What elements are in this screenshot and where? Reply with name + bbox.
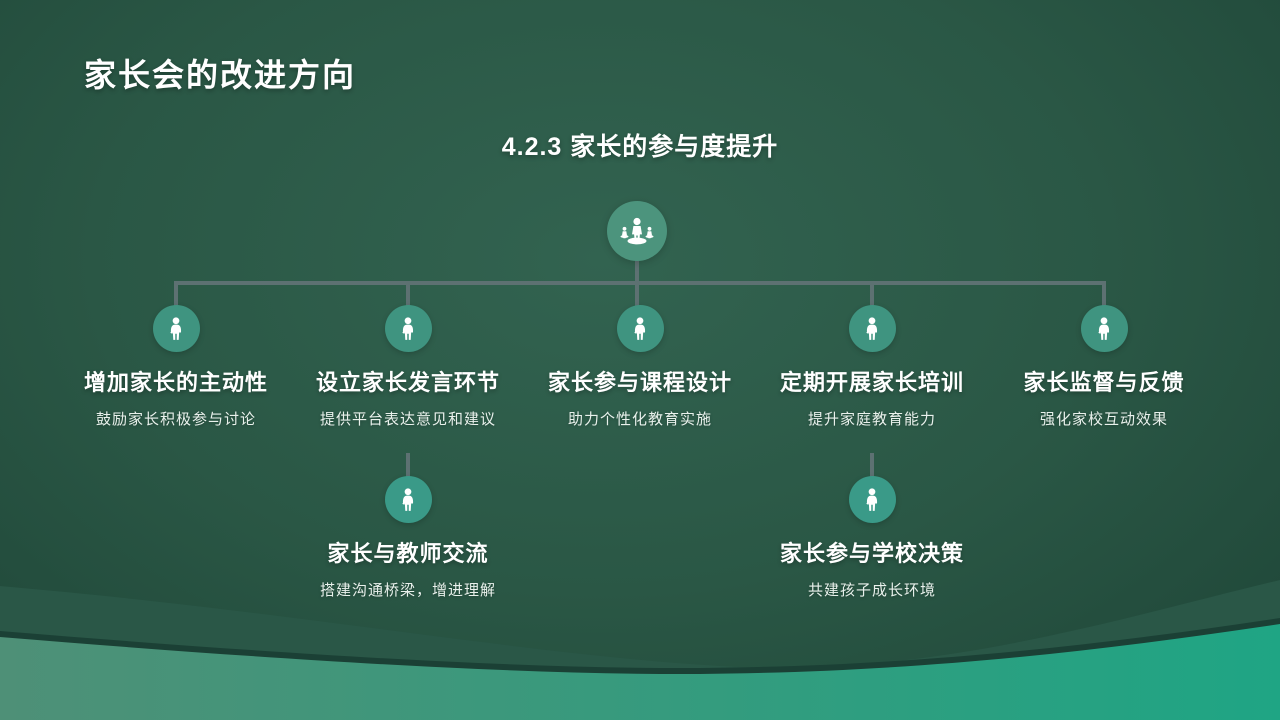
bottom-wave-decoration	[0, 580, 1280, 720]
node-desc: 共建孩子成长环境	[807, 582, 936, 599]
node-circle	[848, 476, 896, 523]
node-circle	[152, 305, 200, 352]
node-label: 家长监督与反馈	[1023, 370, 1185, 395]
connector-stub	[870, 282, 874, 308]
person-icon	[163, 316, 189, 342]
org-node: 设立家长发言环节 提供平台表达意见和建议	[283, 305, 533, 429]
node-label: 家长与教师交流	[327, 541, 489, 566]
node-circle	[1080, 305, 1128, 352]
node-desc: 提供平台表达意见和建议	[319, 411, 496, 428]
node-desc: 鼓励家长积极参与讨论	[95, 411, 256, 428]
org-node: 家长参与课程设计 助力个性化教育实施	[515, 305, 765, 429]
root-node	[607, 201, 667, 261]
node-label: 设立家长发言环节	[315, 370, 500, 395]
node-circle	[616, 305, 664, 352]
org-node: 家长与教师交流 搭建沟通桥梁，增进理解	[283, 476, 533, 600]
node-circle	[384, 476, 432, 523]
connector-stub	[1102, 282, 1106, 308]
node-label: 增加家长的主动性	[83, 370, 268, 395]
person-icon	[395, 316, 421, 342]
connector-stub	[870, 453, 874, 478]
org-node: 家长监督与反馈 强化家校互动效果	[979, 305, 1229, 429]
connector-horizontal-bar	[174, 281, 1106, 285]
person-icon	[1091, 316, 1117, 342]
node-label: 家长参与课程设计	[547, 370, 732, 395]
person-icon	[395, 487, 421, 513]
node-desc: 助力个性化教育实施	[567, 411, 712, 428]
connector-stub	[406, 282, 410, 308]
person-icon	[859, 316, 885, 342]
org-node: 增加家长的主动性 鼓励家长积极参与讨论	[51, 305, 301, 429]
connector-stub	[174, 282, 178, 308]
node-label: 定期开展家长培训	[779, 370, 964, 395]
node-circle	[384, 305, 432, 352]
node-desc: 搭建沟通桥梁，增进理解	[319, 582, 496, 599]
person-icon	[859, 487, 885, 513]
org-node: 家长参与学校决策 共建孩子成长环境	[747, 476, 997, 600]
org-node: 定期开展家长培训 提升家庭教育能力	[747, 305, 997, 429]
node-desc: 提升家庭教育能力	[807, 411, 936, 428]
person-icon	[627, 316, 653, 342]
node-desc: 强化家校互动效果	[1039, 411, 1168, 428]
node-circle	[848, 305, 896, 352]
connector-stub	[406, 453, 410, 478]
parents-group-icon	[618, 212, 656, 250]
page-title: 家长会的改进方向	[84, 57, 357, 93]
node-label: 家长参与学校决策	[779, 541, 964, 566]
section-subtitle: 4.2.3 家长的参与度提升	[501, 133, 779, 161]
